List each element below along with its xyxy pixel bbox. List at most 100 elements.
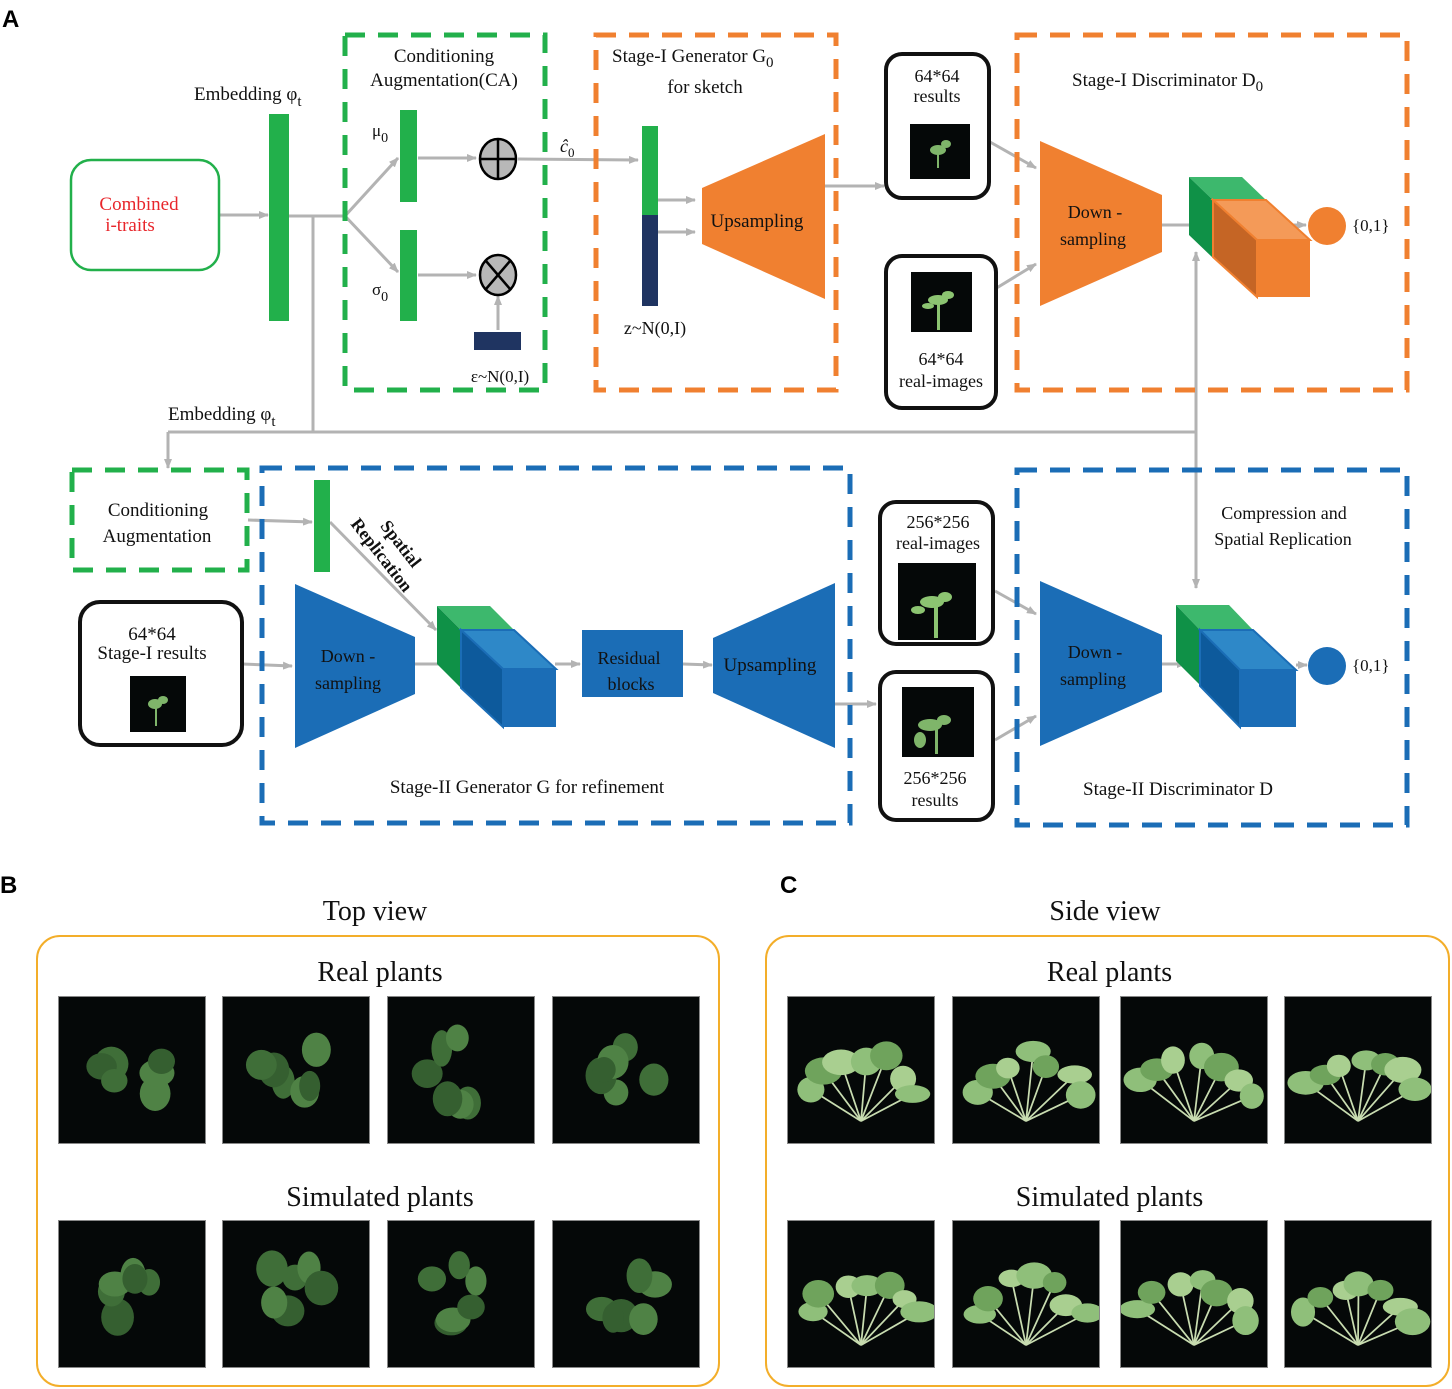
top-sim-2 [222, 1220, 370, 1368]
stage2-downsampling-block [295, 584, 415, 748]
combined-itraits-line2: i-traits [105, 215, 155, 236]
top-sim-row-title: Simulated plants [286, 1182, 474, 1213]
ca-dashed-box [342, 32, 548, 393]
side-plant-icon [1121, 1270, 1259, 1346]
side-sim-row-title: Simulated plants [1015, 1182, 1204, 1213]
stage2-disc-downsampling-block [1040, 581, 1162, 746]
combined-itraits-box [69, 158, 221, 272]
arrow-results-to-d0 [989, 140, 1037, 170]
stage2-disc-feature-cube [1176, 605, 1299, 730]
stage1-output-label: {0,1} [1352, 216, 1390, 235]
side-real-row-title: Real plants [1046, 957, 1173, 988]
stage1-discriminator-dashed-box [1014, 32, 1410, 393]
top-real-1 [58, 996, 206, 1144]
ca2-vector [314, 480, 330, 572]
residual-blocks [582, 630, 683, 697]
epsilon-label: ε~N(0,I) [471, 367, 529, 386]
mu-vector [400, 110, 417, 202]
side-plant-icon [797, 1041, 931, 1122]
top-plant-icon [417, 1251, 487, 1336]
combined-itraits-line1: Combined [99, 194, 179, 215]
ca-title-line1: Conditioning [394, 46, 495, 67]
stage2-results-line1: 256*256 [904, 768, 967, 788]
stage2-upsampling-label: Upsampling [724, 655, 817, 676]
ca-title-line2: Augmentation(CA) [370, 70, 518, 91]
z-noise-label: z~N(0,I) [624, 318, 686, 339]
top-plant-icon [411, 1024, 481, 1120]
stage2-down-label1: Down - [321, 646, 376, 666]
plant-thumb-icon [922, 291, 954, 330]
ca2-dashed-box [69, 467, 250, 573]
side-plant-icon [963, 1262, 1099, 1346]
top-view-gallery: Real plants Simulated plants [36, 935, 720, 1387]
c0-vector [642, 126, 658, 216]
arrow-spatial-rep [328, 520, 438, 632]
ca2-line2: Augmentation [103, 526, 212, 547]
multiply-operator-icon [478, 253, 518, 297]
gan-architecture-diagram: Combined i-traits Embedding φt Condition… [69, 32, 1410, 828]
mu-label: μ0 [372, 121, 388, 146]
stage1-feature-cube [1189, 177, 1313, 300]
embedding2-label: Embedding φt [168, 404, 276, 430]
stage1-upsampling-label: Upsampling [711, 211, 804, 232]
stage2-disc-down-label1: Down - [1068, 642, 1123, 662]
stage2-output-label: {0,1} [1352, 656, 1390, 675]
top-real-row-title: Real plants [317, 957, 443, 988]
arrow-to-mu [343, 156, 400, 218]
side-view-gallery: Real plants Simulated plants [765, 935, 1450, 1387]
stage2-gen-feature-cube [437, 606, 559, 730]
top-plant-icon [256, 1250, 339, 1327]
side-plant-icon [1290, 1271, 1431, 1346]
stage1-upsampling-block [702, 134, 825, 299]
stage2-real-line1: 256*256 [907, 512, 970, 532]
side-sim-4 [1284, 1220, 1432, 1368]
side-plant-icon [1287, 1050, 1431, 1122]
stage2-generator-dashed-box [259, 465, 853, 826]
stage2-disc-title: Stage-II Discriminator D [1083, 779, 1273, 800]
top-plant-icon [585, 1258, 672, 1335]
stage2-real-line2: real-images [896, 533, 980, 553]
arrow-res-to-up [682, 660, 713, 669]
stage2-disc-note1: Compression and [1221, 503, 1347, 523]
c0-label: ĉ0 [560, 136, 575, 160]
side-sim-2 [952, 1220, 1100, 1368]
stage1-input-card [78, 600, 244, 747]
side-plant-icon [798, 1271, 934, 1346]
stage2-disc-note2: Spatial Replication [1214, 529, 1351, 549]
top-real-2 [222, 996, 370, 1144]
top-sim-4 [552, 1220, 700, 1368]
panel-letter-c: C [780, 872, 798, 899]
side-view-title: Side view [1049, 896, 1161, 927]
stage2-output-node [1308, 647, 1346, 685]
plant-thumb-icon [911, 592, 952, 638]
stage1-gen-subtitle: for sketch [667, 77, 743, 98]
top-sim-3 [387, 1220, 535, 1368]
spatial-replication-label: Spatial Replication [347, 514, 426, 596]
stage2-gen-title: Stage-II Generator G for refinement [390, 777, 665, 798]
top-plant-icon [97, 1257, 161, 1336]
side-real-4 [1284, 996, 1432, 1144]
arrow-ca2-to-vec [247, 517, 313, 526]
stage1-down-label2: sampling [1060, 229, 1126, 249]
stage2-down-label2: sampling [315, 673, 381, 693]
side-sim-1 [787, 1220, 935, 1368]
top-plant-icon [245, 1032, 331, 1108]
plant-thumb-icon [914, 715, 951, 754]
stage1-output-node [1308, 207, 1346, 245]
stage2-upsampling-block [713, 583, 835, 748]
side-real-1 [787, 996, 935, 1144]
side-sim-3 [1120, 1220, 1268, 1368]
top-real-3 [387, 996, 535, 1144]
stage1-results-line2: results [914, 86, 961, 106]
stage1-disc-title: Stage-I Discriminator D0 [1072, 70, 1263, 95]
plant-thumb-icon [930, 140, 951, 168]
stage1-input-line2: Stage-I results [97, 643, 206, 664]
panel-letter-a: A [2, 6, 20, 33]
arrow-plus-to-c0 [517, 155, 639, 164]
stage2-disc-down-label2: sampling [1060, 669, 1126, 689]
sigma-label: σ0 [372, 280, 388, 305]
stage1-gen-title: Stage-I Generator G0 [612, 46, 774, 71]
ca2-line1: Conditioning [108, 500, 209, 521]
stage1-real-line1: 64*64 [919, 349, 964, 369]
